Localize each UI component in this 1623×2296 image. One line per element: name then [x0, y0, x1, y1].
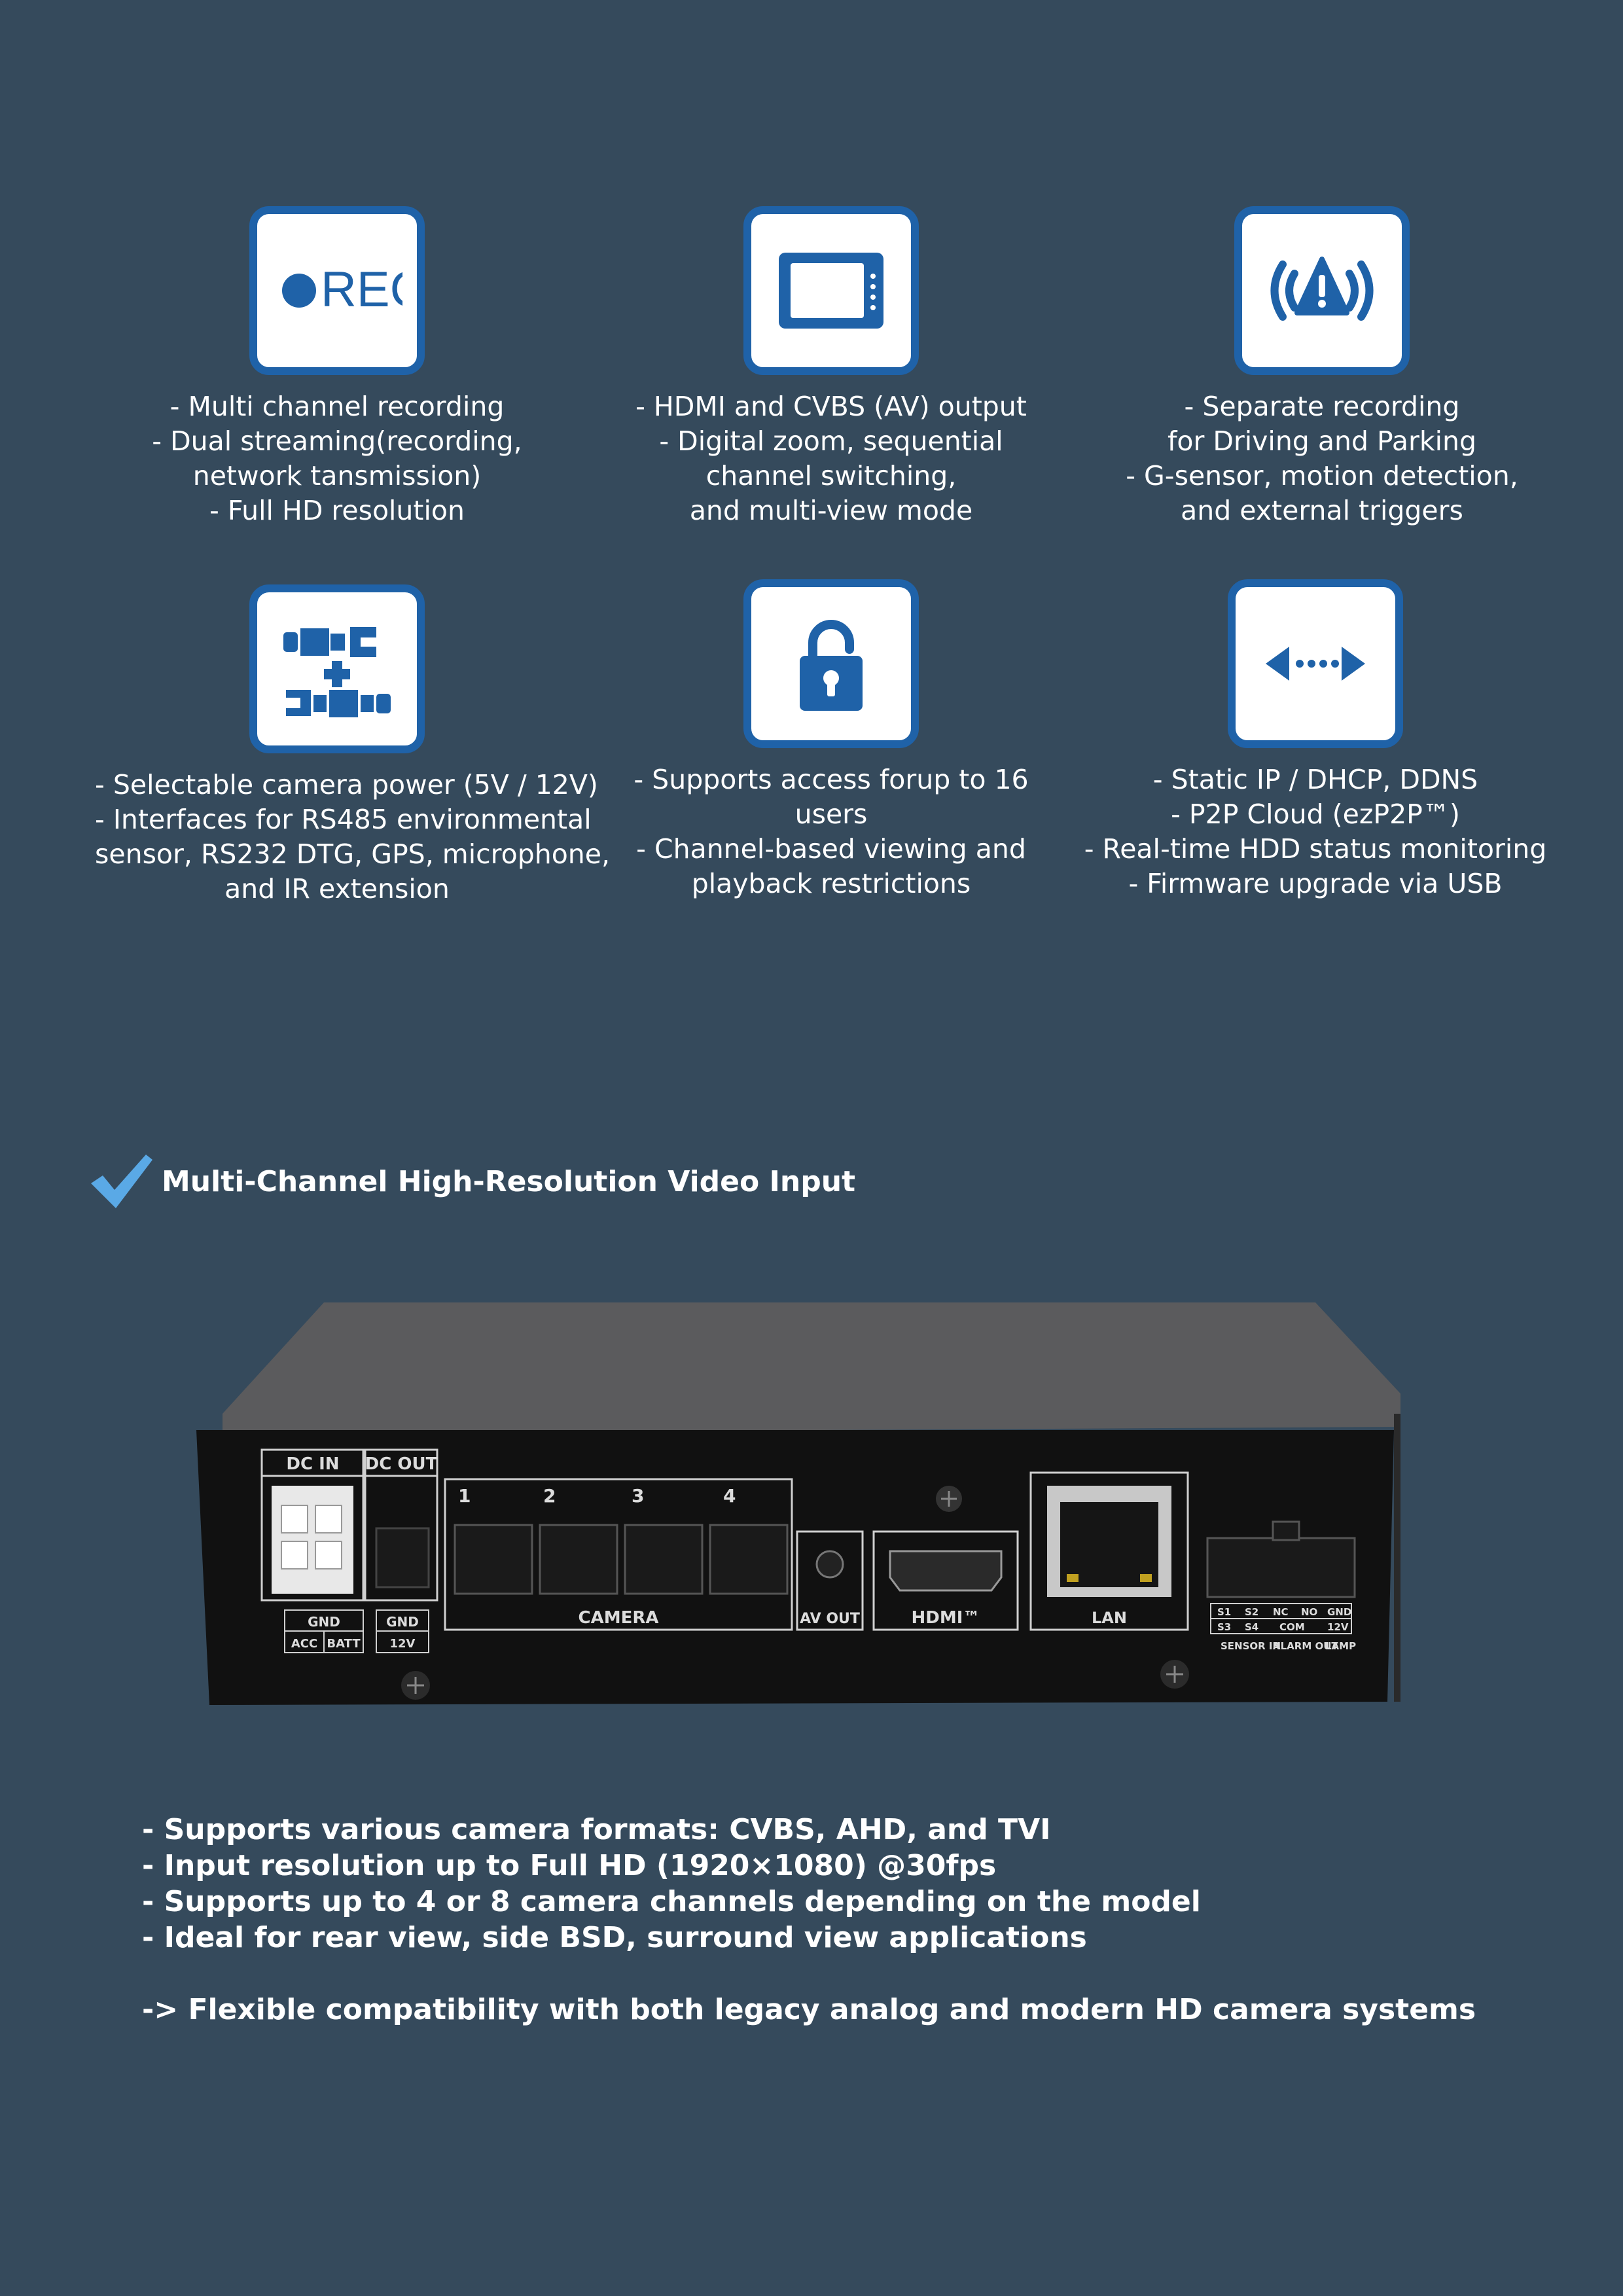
svg-text:3: 3 [632, 1485, 644, 1507]
monitor-icon [743, 206, 919, 375]
svg-text:NC: NC [1273, 1606, 1289, 1618]
feature-output: - HDMI and CVBS (AV) output - Digital zo… [589, 206, 1073, 528]
feature-line: channel switching, [705, 460, 957, 492]
section-title: Multi-Channel High-Resolution Video Inpu… [162, 1164, 856, 1198]
svg-text:S3: S3 [1217, 1621, 1231, 1633]
feature-event-recording: - Separate recording for Driving and Par… [1080, 206, 1564, 528]
svg-text:LAMP: LAMP [1325, 1640, 1356, 1652]
bullet-item: - Supports various camera formats: CVBS,… [142, 1813, 1051, 1846]
feature-line: - Multi channel recording [169, 391, 505, 422]
feature-line: - Channel-based viewing and [636, 833, 1026, 865]
feature-line: - Full HD resolution [209, 495, 465, 526]
feature-text: - Separate recording for Driving and Par… [1080, 389, 1564, 528]
rec-icon: REC [249, 206, 425, 375]
feature-line: - Real-time HDD status monitoring [1084, 833, 1547, 865]
connector-icon [249, 584, 425, 753]
spec-bullets: - Supports various camera formats: CVBS,… [142, 1812, 1201, 1956]
svg-text:ACC: ACC [291, 1637, 317, 1651]
feature-line: - HDMI and CVBS (AV) output [635, 391, 1027, 422]
svg-text:S1: S1 [1217, 1606, 1231, 1618]
svg-text:SENSOR IN: SENSOR IN [1221, 1640, 1281, 1652]
feature-line: - Selectable camera power (5V / 12V) [95, 769, 598, 800]
svg-text:GND: GND [308, 1614, 340, 1630]
svg-text:DC OUT: DC OUT [365, 1454, 438, 1474]
feature-line: - Firmware upgrade via USB [1128, 868, 1503, 899]
feature-line: and IR extension [224, 873, 450, 905]
feature-line: - Interfaces for RS485 environmental [95, 804, 592, 835]
feature-line: users [794, 798, 868, 830]
svg-text:1: 1 [458, 1485, 471, 1507]
svg-text:12V: 12V [1327, 1621, 1349, 1633]
svg-text:12V: 12V [390, 1637, 416, 1651]
feature-text: - HDMI and CVBS (AV) output - Digital zo… [589, 389, 1073, 528]
feature-line: sensor, RS232 DTG, GPS, microphone, [95, 838, 611, 870]
feature-network: - Static IP / DHCP, DDNS - P2P Cloud (ez… [1073, 579, 1558, 901]
feature-interfaces: - Selectable camera power (5V / 12V) - I… [95, 584, 611, 906]
feature-text: - Multi channel recording - Dual streami… [95, 389, 579, 528]
svg-text:4: 4 [723, 1485, 736, 1507]
feature-line: - Dual streaming(recording, [152, 425, 522, 457]
svg-text:GND: GND [386, 1614, 419, 1630]
svg-text:DC IN: DC IN [286, 1454, 339, 1474]
feature-text: - Selectable camera power (5V / 12V) - I… [95, 768, 611, 906]
bullet-item: - Input resolution up to Full HD (1920×1… [142, 1849, 997, 1882]
summary-line: -> Flexible compatibility with both lega… [142, 1993, 1476, 2026]
dvr-device-image: DC IN DC OUT GND ACC BATT GND 12V 1 2 3 … [196, 1302, 1400, 1705]
svg-text:COM: COM [1279, 1621, 1305, 1633]
svg-text:ALARM OUT: ALARM OUT [1273, 1640, 1338, 1652]
feature-line: and external triggers [1181, 495, 1463, 526]
feature-line: - Supports access forup to 16 [633, 764, 1029, 795]
section-heading: Multi-Channel High-Resolution Video Inpu… [88, 1152, 855, 1211]
svg-text:S2: S2 [1245, 1606, 1258, 1618]
feature-line: network tansmission) [192, 460, 482, 492]
svg-text:CAMERA: CAMERA [579, 1608, 659, 1628]
feature-text: - Static IP / DHCP, DDNS - P2P Cloud (ez… [1073, 762, 1558, 901]
rec-icon-label: REC [321, 262, 402, 317]
svg-text:S4: S4 [1245, 1621, 1258, 1633]
feature-text: - Supports access forup to 16 users - Ch… [589, 762, 1073, 901]
feature-line: - P2P Cloud (ezP2P™) [1171, 798, 1460, 830]
svg-text:NO: NO [1301, 1606, 1317, 1618]
feature-line: - G-sensor, motion detection, [1126, 460, 1518, 492]
svg-text:2: 2 [543, 1485, 556, 1507]
svg-text:BATT: BATT [327, 1637, 361, 1651]
feature-line: and multi-view mode [689, 495, 973, 526]
bullet-item: - Supports up to 4 or 8 camera channels … [142, 1885, 1201, 1918]
svg-text:HDMI™: HDMI™ [912, 1608, 980, 1628]
svg-text:LAN: LAN [1092, 1609, 1127, 1627]
feature-line: - Separate recording [1184, 391, 1460, 422]
checkmark-icon [91, 1155, 152, 1208]
svg-text:GND: GND [1327, 1606, 1351, 1618]
bullet-item: - Ideal for rear view, side BSD, surroun… [142, 1921, 1087, 1954]
svg-text:AV OUT: AV OUT [800, 1611, 860, 1627]
feature-line: - Static IP / DHCP, DDNS [1152, 764, 1478, 795]
lock-icon [743, 579, 919, 748]
feature-line: playback restrictions [691, 868, 971, 899]
network-arrows-icon [1228, 579, 1403, 748]
feature-access: - Supports access forup to 16 users - Ch… [589, 579, 1073, 901]
feature-line: - Digital zoom, sequential [659, 425, 1003, 457]
feature-line: for Driving and Parking [1167, 425, 1477, 457]
alert-icon [1234, 206, 1410, 375]
feature-recording: REC - Multi channel recording - Dual str… [95, 206, 579, 528]
